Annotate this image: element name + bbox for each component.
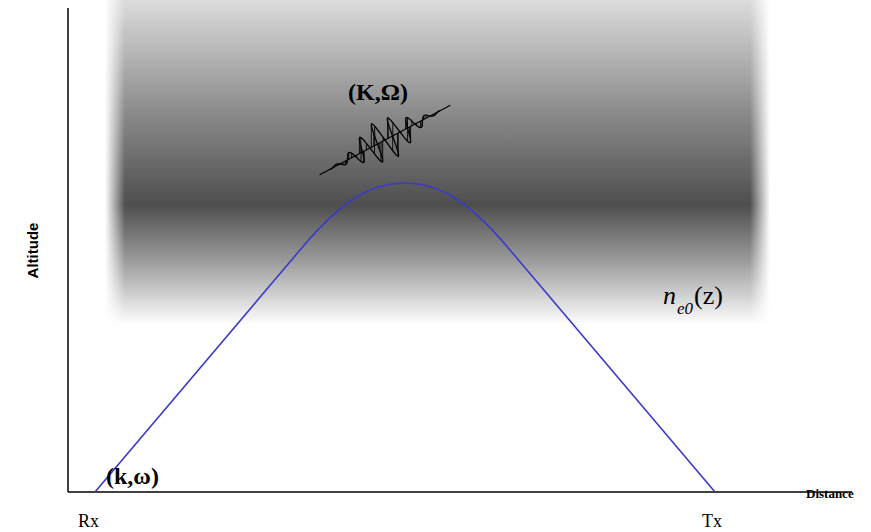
electron-density-layer <box>105 0 770 325</box>
distance-axis <box>68 491 852 493</box>
station-label: Rx <box>78 512 99 530</box>
ray-path <box>95 183 715 492</box>
wave-vector-label: (k,ω) <box>106 464 159 488</box>
axis-title: Altitude <box>25 222 40 278</box>
altitude-axis <box>67 8 69 492</box>
station-label: Tx <box>702 512 722 530</box>
density-subscript: e0 <box>677 300 693 317</box>
wave-vector-label: (K,Ω) <box>348 80 408 104</box>
density-symbol: n <box>663 283 676 309</box>
wave-packet <box>320 105 451 174</box>
density-argument: (z) <box>694 283 723 309</box>
axis-title: Distance <box>806 487 854 500</box>
